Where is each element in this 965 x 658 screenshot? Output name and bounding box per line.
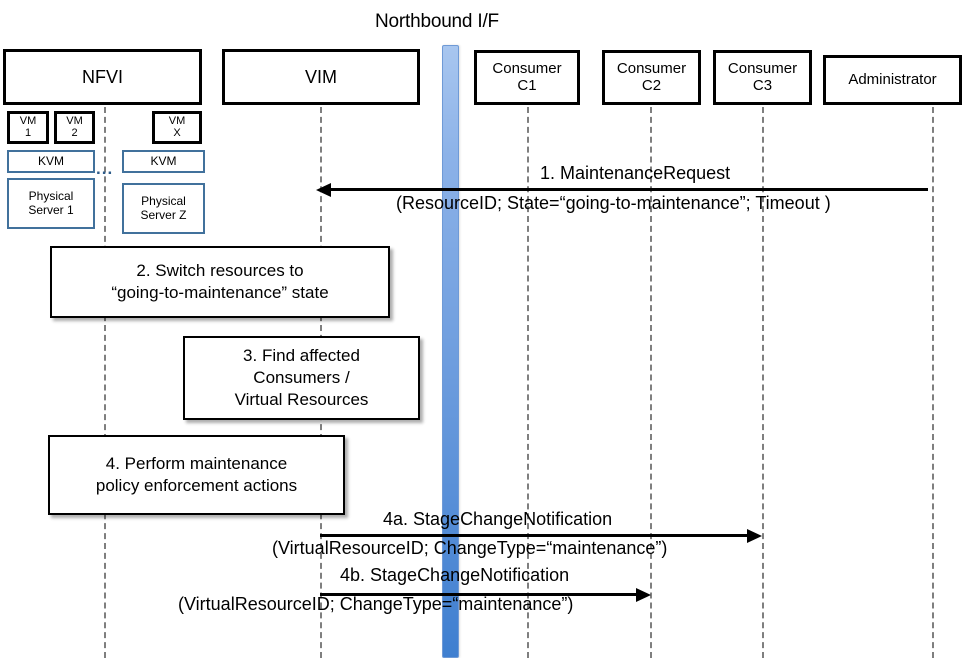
message-params-4b: (VirtualResourceID; ChangeType=“maintena… [178, 594, 574, 614]
message-title-1: 1. MaintenanceRequest [540, 163, 731, 183]
vm-label-vm2: VM 2 [66, 114, 83, 139]
vm-label-vm1: VM 1 [19, 114, 37, 139]
message-title-4a: 4a. StageChangeNotification [383, 509, 613, 529]
note-box-2[interactable]: 2. Switch resources to “going-to-mainten… [50, 246, 390, 318]
infrastructure-ellipsis: ... [96, 159, 114, 178]
server-box-physical-server-z[interactable]: Physical Server Z [122, 183, 205, 234]
actor-box-consumer-c2[interactable]: Consumer C2 [602, 50, 701, 105]
actor-label-consumer-c2: Consumer C2 [616, 59, 687, 94]
message-line-1 [330, 188, 928, 191]
vm-box-vm2[interactable]: VM 2 [54, 111, 95, 144]
actor-label-consumer-c1: Consumer C1 [492, 59, 562, 94]
hypervisor-box-kvm2[interactable]: KVM [122, 150, 205, 173]
note-box-3[interactable]: 3. Find affected Consumers / Virtual Res… [183, 336, 420, 420]
server-box-physical-server-1[interactable]: Physical Server 1 [7, 178, 95, 229]
vm-label-vmx: VM X [168, 114, 186, 139]
message-params-4a: (VirtualResourceID; ChangeType=“maintena… [272, 538, 668, 558]
actor-label-vim: VIM [304, 66, 337, 87]
hypervisor-box-kvm1[interactable]: KVM [7, 150, 95, 173]
lifeline-consumer-c1 [527, 107, 529, 658]
vm-box-vmx[interactable]: VM X [152, 111, 202, 144]
lifeline-administrator [932, 107, 934, 658]
server-label-physical-server-1: Physical Server 1 [28, 189, 74, 217]
actor-label-administrator: Administrator [848, 70, 937, 88]
actor-box-consumer-c3[interactable]: Consumer C3 [713, 50, 812, 105]
page-title: Northbound I/F [375, 11, 499, 32]
message-params-1: (ResourceID; State=“going-to-maintenance… [396, 193, 831, 213]
message-arrowhead-4a [747, 529, 762, 543]
hypervisor-label-kvm2: KVM [150, 153, 177, 168]
actor-label-consumer-c3: Consumer C3 [727, 59, 798, 94]
actor-box-nfvi[interactable]: NFVI [3, 49, 202, 105]
message-title-4b: 4b. StageChangeNotification [340, 565, 570, 585]
message-arrowhead-4b [636, 588, 651, 602]
actor-box-administrator[interactable]: Administrator [823, 55, 962, 105]
hypervisor-label-kvm1: KVM [37, 153, 64, 168]
server-label-physical-server-z: Physical Server Z [140, 194, 187, 222]
note-label-2: 2. Switch resources to “going-to-mainten… [111, 261, 329, 302]
note-box-4[interactable]: 4. Perform maintenance policy enforcemen… [48, 435, 345, 515]
note-label-3: 3. Find affected Consumers / Virtual Res… [234, 346, 369, 409]
message-line-4a [320, 534, 747, 537]
actor-label-nfvi: NFVI [81, 66, 123, 87]
message-arrowhead-1 [316, 183, 331, 197]
vm-box-vm1[interactable]: VM 1 [7, 111, 49, 144]
lifeline-consumer-c2 [650, 107, 652, 658]
note-label-4: 4. Perform maintenance policy enforcemen… [95, 454, 298, 495]
lifeline-consumer-c3 [762, 107, 764, 658]
lifeline-nfvi [104, 107, 106, 658]
actor-box-consumer-c1[interactable]: Consumer C1 [474, 50, 580, 105]
message-line-4b [320, 593, 636, 596]
actor-box-vim[interactable]: VIM [222, 49, 420, 105]
